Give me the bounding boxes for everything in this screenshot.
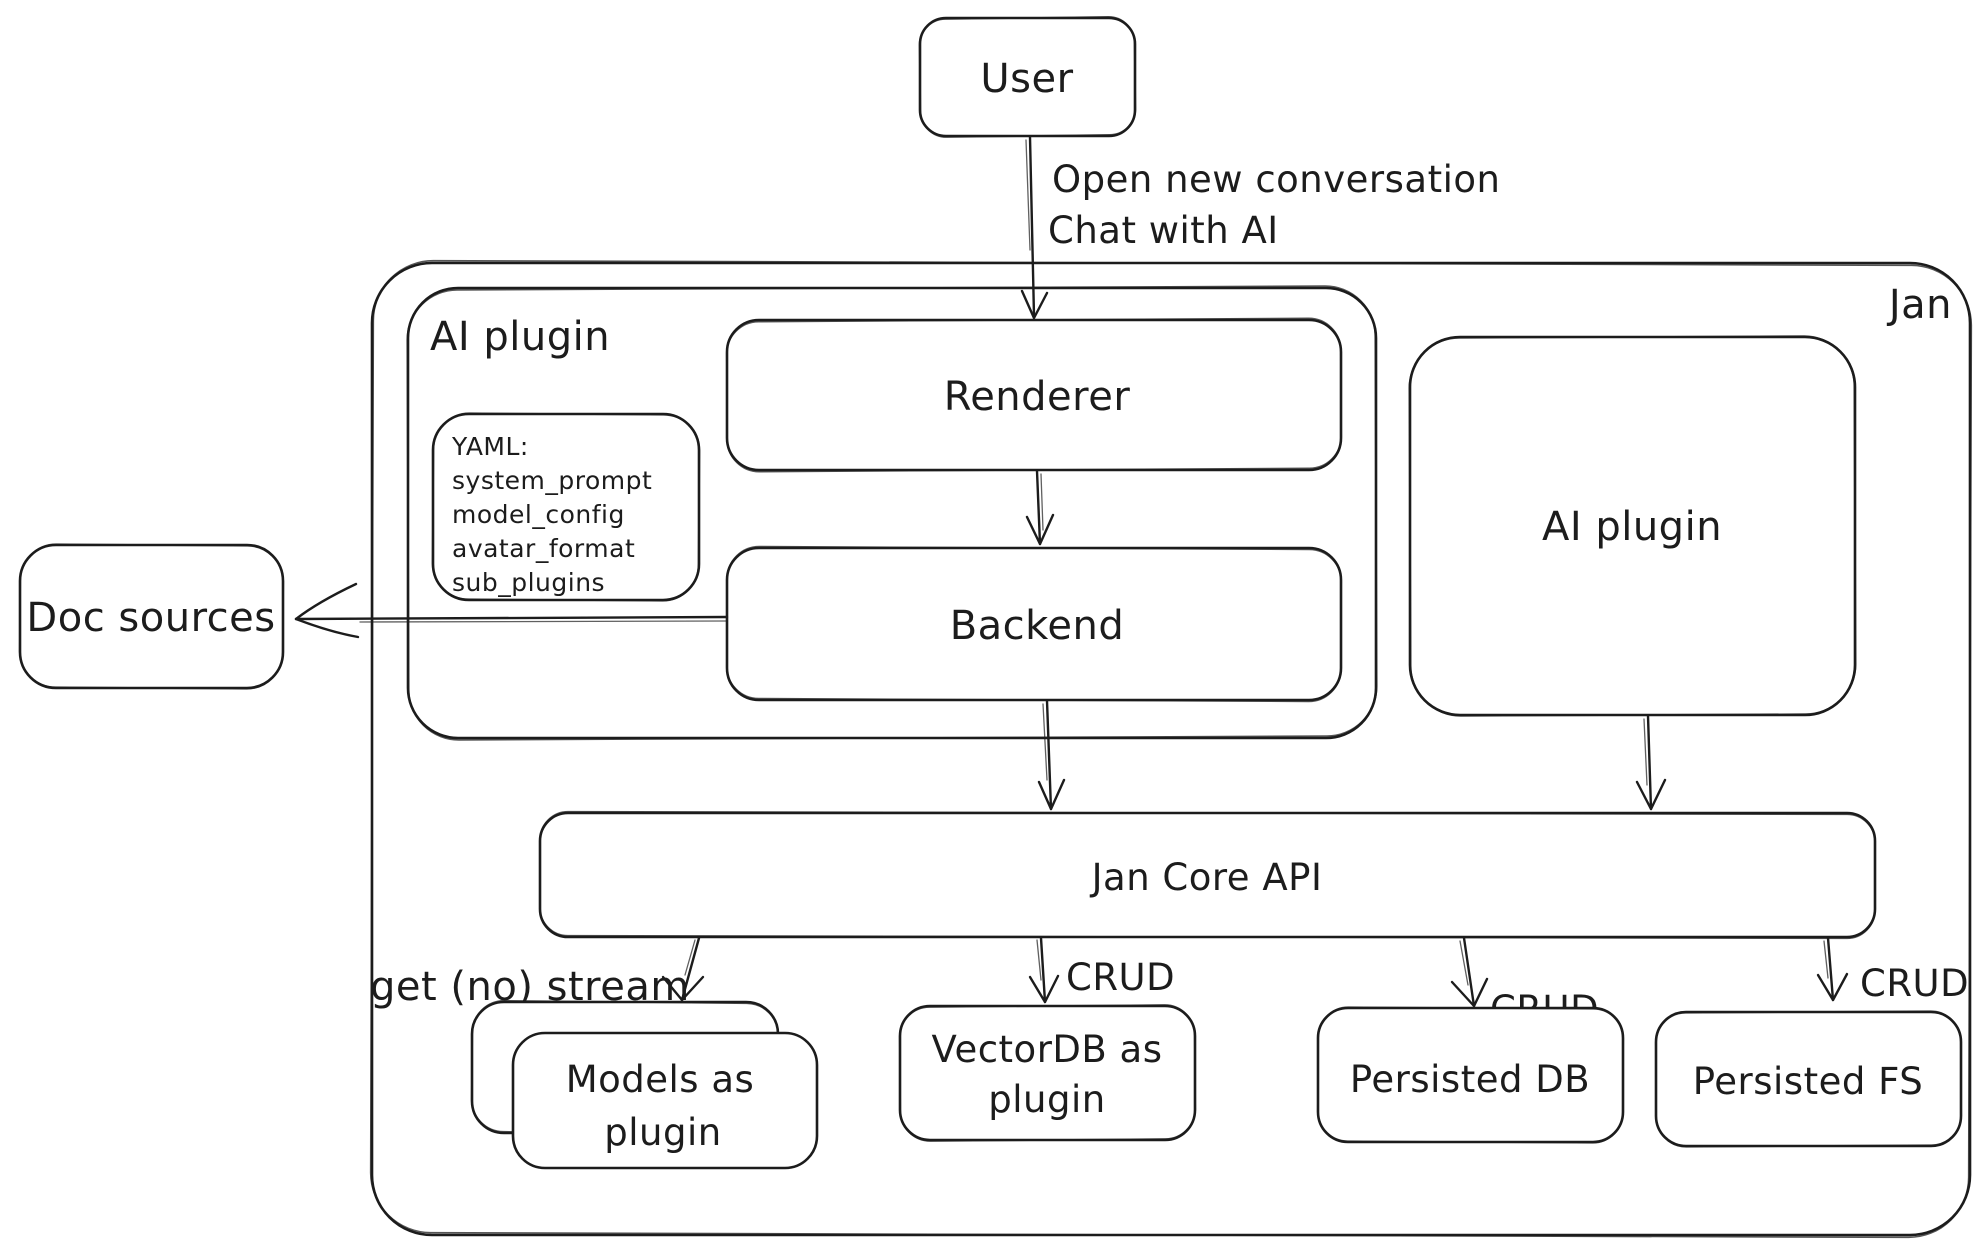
renderer-box-outline-sketch [725,317,1343,473]
persisted-fs-box-outline-sketch [1654,1010,1963,1148]
ai-plugin-right-node: AI plugin [1408,335,1857,717]
jan-core-api-box-outline-sketch [539,810,1876,940]
vectordb-node: VectorDB as plugin [898,1004,1197,1142]
backend-to-core-edge [1037,699,1066,811]
core-to-vectordb-edge: CRUD [1028,936,1175,1004]
edge-label-crud-persisted-fs: CRUD [1860,962,1969,1005]
user-to-renderer-arrowhead [1020,289,1049,320]
user-node: User [918,16,1137,138]
backend-label: Backend [950,603,1125,649]
edge-label-chat-with-ai: Chat with AI [1048,209,1279,252]
models-box-front-outline [511,1031,819,1170]
core-to-vectordb-line [1039,936,1047,1004]
jan-container-outline-sketch [369,259,1973,1239]
user-to-renderer-edge: Open new conversation Chat with AI [1020,135,1500,320]
models-label-line1: Models as [566,1058,755,1101]
ai-plugin-container-outline-sketch [406,285,1378,741]
backend-to-docsources-line [294,615,729,621]
yaml-line: system_prompt [452,466,652,495]
edge-label-crud-vectordb: CRUD [1066,956,1175,999]
core-to-models-line [680,936,701,1002]
persisted-db-box-outline-sketch [1316,1006,1625,1144]
ai-plugin-right-to-core-line [1646,714,1653,811]
core-to-persisted-fs-line [1826,936,1835,1002]
renderer-node: Renderer [725,317,1343,473]
yaml-note-outline-sketch [431,412,701,602]
backend-box-outline-sketch [725,545,1343,703]
yaml-note: YAML: system_prompt model_config avatar_… [431,412,701,602]
core-to-persisted-fs-arrowhead [1816,972,1849,1002]
core-to-persisted-db-arrowhead [1450,977,1489,1008]
persisted-db-label: Persisted DB [1350,1058,1590,1101]
backend-to-docsources-arrowhead-bottom [294,617,360,639]
ai-plugin-right-to-core-line-sketch [1643,718,1648,786]
vectordb-label-line1: VectorDB as [932,1028,1163,1071]
user-to-renderer-line [1028,135,1036,318]
backend-to-core-arrowhead [1037,778,1066,811]
edge-label-open-conversation: Open new conversation [1052,158,1500,201]
yaml-line: sub_plugins [452,568,605,597]
core-to-models-arrowhead [661,975,705,1002]
user-label: User [980,56,1073,102]
backend-to-docsources-arrowhead-top [294,582,358,621]
ai-plugin-right-label: AI plugin [1542,504,1722,550]
core-to-persisted-db-line-sketch [1459,940,1469,986]
models-node: Models as plugin [470,999,819,1170]
renderer-to-backend-arrowhead [1025,513,1055,546]
core-to-models-line-sketch [684,939,696,976]
persisted-db-node: Persisted DB [1316,1006,1625,1144]
core-to-persisted-db-line [1462,936,1476,1008]
vectordb-box-outline-sketch [898,1004,1197,1142]
ai-plugin-container-label: AI plugin [430,314,610,360]
core-to-vectordb-arrowhead [1028,974,1060,1004]
renderer-to-backend-edge [1025,469,1055,546]
doc-sources-label: Doc sources [26,595,275,641]
backend-to-core-line-sketch [1042,703,1048,781]
doc-sources-box-outline-sketch [18,543,285,690]
backend-node: Backend [725,545,1343,703]
yaml-line: YAML: [451,432,529,461]
core-to-persisted-fs-edge: CRUD [1816,936,1969,1005]
core-to-vectordb-line-sketch [1036,939,1042,981]
backend-to-docsources-edge [294,582,729,639]
renderer-to-backend-line-sketch [1040,473,1044,531]
models-label-line2: plugin [604,1111,721,1154]
renderer-to-backend-line [1035,469,1042,546]
ai-plugin-right-to-core-arrowhead [1635,778,1667,811]
jan-core-api-label: Jan Core API [1090,856,1323,899]
renderer-label: Renderer [944,374,1131,420]
doc-sources-node: Doc sources [18,543,285,690]
user-to-renderer-line-sketch [1025,139,1031,251]
persisted-fs-label: Persisted FS [1693,1060,1923,1103]
backend-to-docsources-line-sketch [359,620,728,623]
persisted-fs-node: Persisted FS [1654,1010,1963,1148]
user-box-outline-sketch [918,16,1137,138]
jan-container-label: Jan [1886,282,1952,328]
vectordb-label-line2: plugin [988,1078,1105,1121]
ai-plugin-right-to-core-edge [1635,714,1667,811]
yaml-line: avatar_format [452,534,635,563]
ai-plugin-right-box-outline-sketch [1408,335,1857,717]
yaml-line: model_config [452,500,625,529]
jan-core-api-node: Jan Core API [538,810,1877,940]
core-to-persisted-fs-line-sketch [1823,940,1829,979]
backend-to-core-line [1045,699,1053,811]
